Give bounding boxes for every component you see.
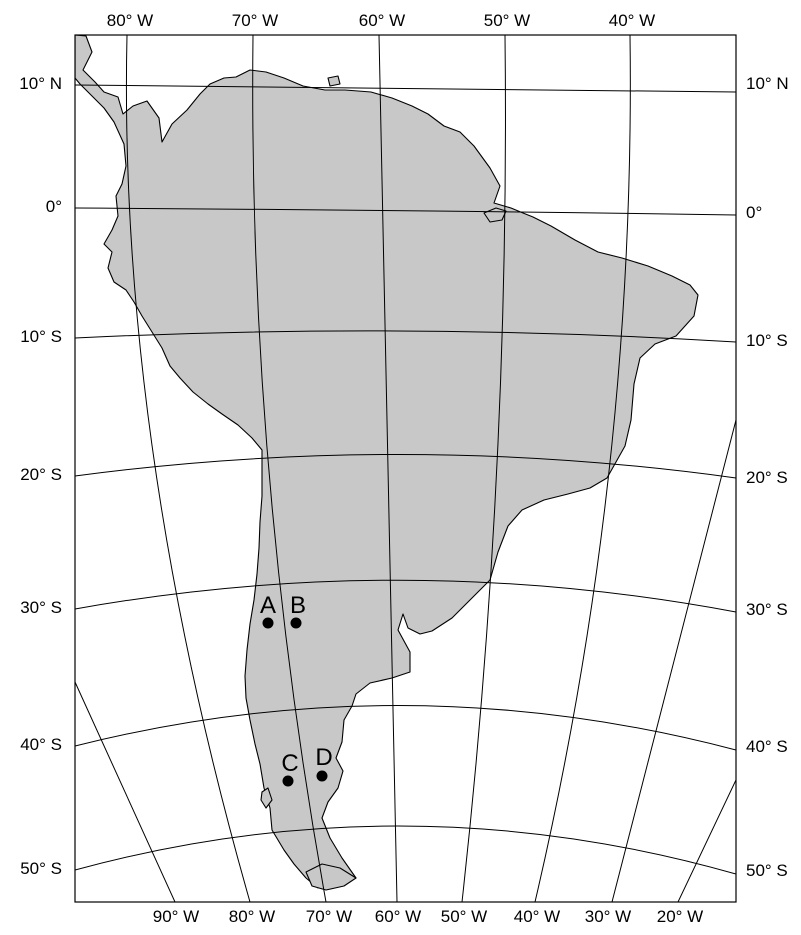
meridian-50w xyxy=(461,35,506,902)
chiloe-island xyxy=(260,787,273,809)
point-label: D xyxy=(315,744,332,771)
trinidad-island xyxy=(327,75,341,87)
location-point-a: A xyxy=(260,592,276,629)
meridian-20w xyxy=(677,779,736,902)
left-lat-label: 10° S xyxy=(20,327,62,346)
parallel-50s xyxy=(75,825,736,875)
left-lat-label: 40° S xyxy=(20,735,62,754)
location-point-c: C xyxy=(281,750,299,787)
right-latitude-labels: 10° N 0° 10° S 20° S 30° S 40° S 50° S xyxy=(746,74,789,880)
right-lat-label: 10° N xyxy=(746,74,789,93)
tierra-del-fuego xyxy=(305,863,357,891)
left-latitude-labels: 10° N 0° 10° S 20° S 30° S 40° S 50° S xyxy=(19,74,62,878)
meridian-30w xyxy=(611,419,736,902)
top-lon-label: 80° W xyxy=(107,11,153,30)
bottom-lon-label: 80° W xyxy=(229,907,275,926)
right-lat-label: 50° S xyxy=(746,861,788,880)
right-lat-label: 0° xyxy=(746,203,762,222)
left-lat-label: 0° xyxy=(46,197,62,216)
parallel-10n xyxy=(75,84,736,93)
meridian-80w xyxy=(125,35,251,902)
right-lat-label: 10° S xyxy=(746,331,788,350)
top-lon-label: 70° W xyxy=(232,11,278,30)
point-label: A xyxy=(260,592,276,619)
bottom-lon-label: 60° W xyxy=(375,907,421,926)
point-marker xyxy=(316,770,328,782)
bottom-lon-label: 30° W xyxy=(585,907,631,926)
parallel-20s xyxy=(75,454,736,479)
bottom-lon-label: 70° W xyxy=(306,907,352,926)
right-lat-label: 20° S xyxy=(746,468,788,487)
parallel-40s xyxy=(75,705,736,751)
left-lat-label: 20° S xyxy=(20,465,62,484)
left-lat-label: 30° S xyxy=(20,598,62,617)
top-lon-label: 40° W xyxy=(609,11,655,30)
point-marker xyxy=(290,617,302,629)
top-lon-label: 60° W xyxy=(359,11,405,30)
top-lon-label: 50° W xyxy=(484,11,530,30)
meridian-40w xyxy=(534,35,631,902)
map-frame xyxy=(74,34,737,903)
bottom-lon-label: 40° W xyxy=(514,907,560,926)
meridian-70w xyxy=(252,35,327,902)
right-lat-label: 30° S xyxy=(746,600,788,619)
location-point-b: B xyxy=(290,592,306,629)
point-marker xyxy=(262,617,274,629)
bottom-longitude-labels: 90° W 80° W 70° W 60° W 50° W 40° W 30° … xyxy=(153,907,703,926)
south-america-landmass xyxy=(75,35,699,889)
parallel-0 xyxy=(75,207,736,216)
bottom-lon-label: 50° W xyxy=(441,907,487,926)
parallel-30s xyxy=(75,579,736,613)
parallel-10s xyxy=(75,330,736,343)
bottom-lon-label: 20° W xyxy=(657,907,703,926)
point-label: C xyxy=(281,750,298,777)
location-point-d: D xyxy=(315,744,333,782)
top-longitude-labels: 80° W 70° W 60° W 50° W 40° W xyxy=(107,11,655,30)
left-lat-label: 50° S xyxy=(20,859,62,878)
point-label: B xyxy=(290,592,306,619)
left-lat-label: 10° N xyxy=(19,74,62,93)
meridian-90w xyxy=(75,681,176,902)
bottom-lon-label: 90° W xyxy=(153,907,199,926)
point-marker xyxy=(282,775,294,787)
meridian-60w xyxy=(378,35,398,902)
right-lat-label: 40° S xyxy=(746,737,788,756)
